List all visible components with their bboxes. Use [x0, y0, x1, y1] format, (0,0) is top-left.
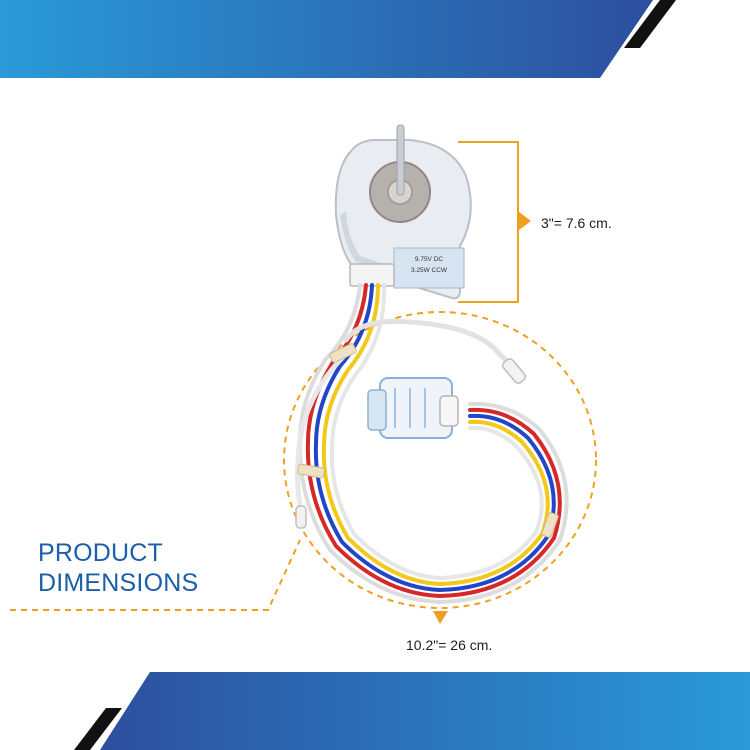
bottom-banner: [100, 672, 750, 750]
motor-label-line-2: 3.25W CCW: [410, 267, 448, 274]
top-banner: [0, 0, 653, 78]
motor-label-sticker: [393, 247, 465, 289]
height-pointer: [519, 212, 531, 230]
wire-yellow: [321, 283, 550, 587]
bottom-banner-stripe: [74, 708, 122, 750]
lower-wire-tip: [295, 505, 307, 529]
length-pointer: [433, 611, 448, 624]
wire-lower-white: [295, 352, 348, 517]
motor-terminal-block: [349, 263, 395, 287]
length-dimension-label: 10.2"= 26 cm.: [406, 637, 493, 653]
tape-band-2: [297, 463, 325, 479]
height-bracket: [458, 141, 519, 303]
product-dimensions-heading: PRODUCT DIMENSIONS: [38, 538, 198, 598]
tape-band-1: [329, 343, 357, 363]
thermistor-sensor: [501, 358, 527, 384]
height-dimension-label: 3"= 7.6 cm.: [541, 215, 612, 231]
motor-label-text: 9.75V DC 3.25W CCW: [396, 254, 462, 276]
heading-line-2: DIMENSIONS: [38, 569, 199, 597]
wire-white-1: [297, 283, 569, 605]
top-banner-stripe: [624, 0, 676, 48]
wire-connector: [367, 377, 459, 439]
motor-label-line-1: 9.75V DC: [414, 256, 444, 263]
heading-leader: [10, 539, 301, 611]
motor-shaft: [396, 124, 405, 196]
length-loop: [283, 311, 597, 609]
wire-white-2: [329, 283, 544, 581]
tape-band-3: [541, 512, 559, 538]
wire-blue: [313, 283, 556, 593]
wire-sensor-white: [343, 318, 521, 373]
heading-line-1: PRODUCT: [38, 539, 164, 567]
